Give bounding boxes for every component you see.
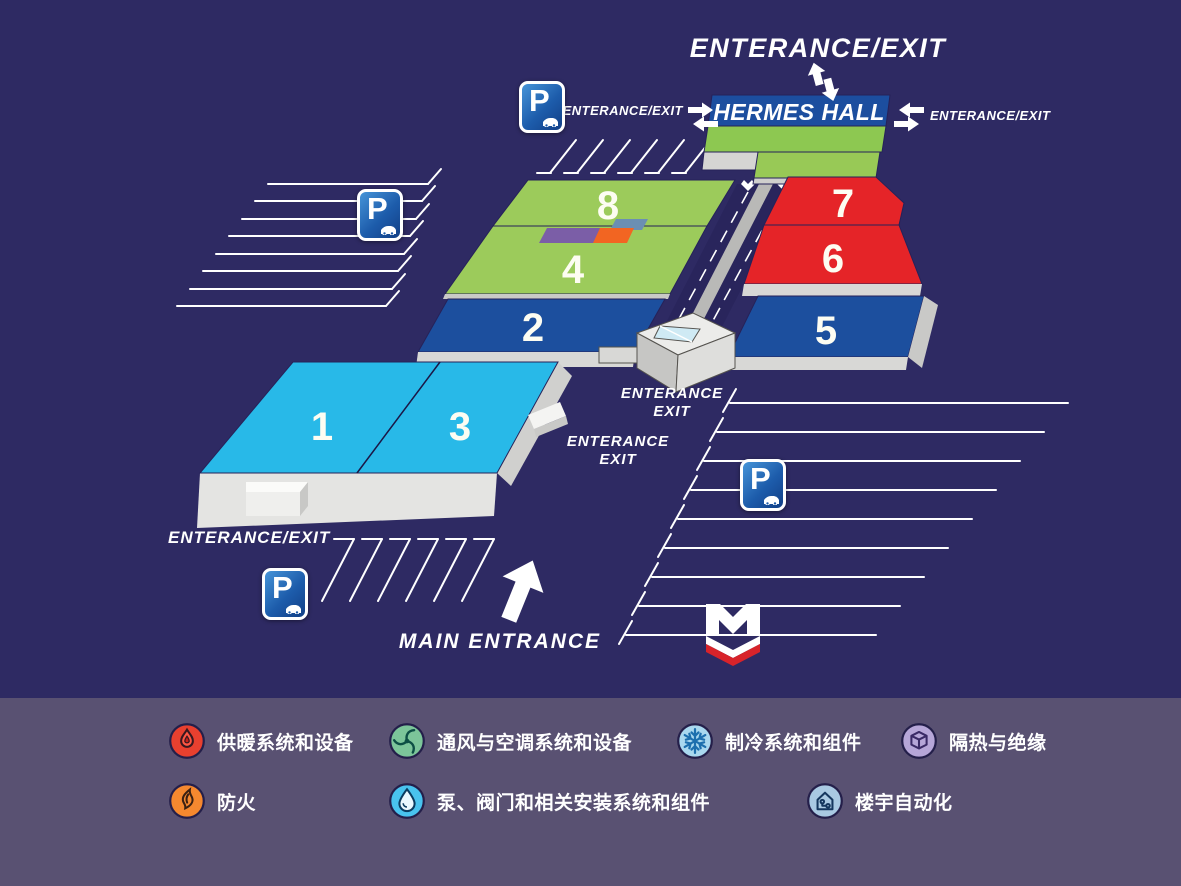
hall-8-number: 8 bbox=[597, 184, 619, 228]
parking-sign[interactable]: P bbox=[740, 459, 786, 511]
legend-label: 通风与空调系统和设备 bbox=[437, 732, 633, 754]
legend-label: 供暖系统和设备 bbox=[217, 732, 354, 754]
booth-tiles bbox=[539, 219, 648, 243]
parking-hatch-southwest bbox=[321, 538, 495, 602]
service-road bbox=[648, 180, 795, 358]
building-automation-icon bbox=[807, 783, 843, 819]
main-entrance-label: MAIN ENTRANCE bbox=[399, 630, 601, 653]
parking-sign-letter: P bbox=[750, 461, 771, 496]
legend-label: 楼宇自动化 bbox=[855, 792, 953, 814]
legend-item-insulation: 隔热与绝缘 bbox=[900, 722, 1047, 760]
legend-item-pumps-valves: 泵、阀门和相关安装系统和组件 bbox=[388, 782, 710, 820]
center-gate-upper-label-line1: ENTERANCE bbox=[621, 385, 723, 402]
heating-flame-icon bbox=[169, 723, 205, 759]
hall-6-number: 6 bbox=[822, 237, 844, 281]
two-way-arrow-icon bbox=[807, 62, 840, 101]
water-drop-icon bbox=[389, 783, 425, 819]
legend-label: 泵、阀门和相关安装系统和组件 bbox=[437, 792, 711, 814]
insulation-cube-icon bbox=[901, 723, 937, 759]
two-way-arrow-icon bbox=[894, 102, 924, 132]
legend-item-ventilation: 通风与空调系统和设备 bbox=[388, 722, 632, 760]
legend-label: 防火 bbox=[217, 792, 257, 814]
two-way-arrow-icon bbox=[688, 102, 718, 132]
snowflake-icon bbox=[677, 723, 713, 759]
car-icon bbox=[764, 496, 779, 505]
car-icon bbox=[286, 605, 301, 614]
parking-sign[interactable]: P bbox=[357, 189, 403, 241]
main-entrance-arrow-icon bbox=[501, 560, 544, 623]
hall-1-number: 1 bbox=[311, 405, 333, 449]
ventilation-fan-icon bbox=[389, 723, 425, 759]
hall-7[interactable] bbox=[763, 176, 905, 226]
legend-label: 隔热与绝缘 bbox=[949, 732, 1047, 754]
legend-item-refrigeration: 制冷系统和组件 bbox=[676, 722, 862, 760]
hall-2-number: 2 bbox=[522, 306, 544, 350]
parking-hatch-north bbox=[536, 139, 712, 174]
car-icon bbox=[381, 226, 396, 235]
center-gate-upper-label-line2: EXIT bbox=[653, 403, 691, 420]
parking-sign[interactable]: P bbox=[519, 81, 565, 133]
site-map: HERMES HALL 8 4 2 7 6 5 1 3 bbox=[168, 33, 1069, 666]
center-gate-lower-label-line2: EXIT bbox=[599, 451, 637, 468]
parking-sign-letter: P bbox=[367, 191, 388, 226]
hall-5-number: 5 bbox=[815, 309, 837, 353]
fire-protection-icon bbox=[169, 783, 205, 819]
hermes-hall-building[interactable]: HERMES HALL bbox=[701, 94, 891, 185]
road-arrow-icon bbox=[741, 180, 755, 191]
hermes-left-entrance-label: ENTERANCE/EXIT bbox=[563, 103, 684, 118]
entrance-pavilion bbox=[598, 312, 737, 393]
legend-item-building-automation: 楼宇自动化 bbox=[806, 782, 953, 820]
top-entrance-label: ENTERANCE/EXIT bbox=[690, 33, 948, 63]
hermes-hall-label: HERMES HALL bbox=[713, 99, 885, 125]
parking-sign-letter: P bbox=[529, 83, 550, 118]
hall-3-number: 3 bbox=[449, 405, 471, 449]
parking-lines-west bbox=[176, 168, 442, 307]
legend-item-heating: 供暖系统和设备 bbox=[168, 722, 354, 760]
southwest-entrance-label: ENTERANCE/EXIT bbox=[168, 528, 331, 547]
hall-4-number: 4 bbox=[562, 248, 585, 292]
legend-label: 制冷系统和组件 bbox=[725, 732, 862, 754]
center-gate-lower-label-line1: ENTERANCE bbox=[567, 433, 669, 450]
hermes-right-entrance-label: ENTERANCE/EXIT bbox=[930, 108, 1051, 123]
legend-item-fire-protection: 防火 bbox=[168, 782, 256, 820]
m-logo bbox=[706, 604, 760, 666]
halls-1-3-block bbox=[197, 361, 572, 528]
hall-7-number: 7 bbox=[832, 182, 854, 226]
parking-lines-east bbox=[618, 388, 1069, 645]
parking-sign-letter: P bbox=[272, 570, 293, 605]
car-icon bbox=[543, 118, 558, 127]
legend-panel: 供暖系统和设备 通风与空调系统和设备 bbox=[0, 698, 1181, 886]
parking-sign[interactable]: P bbox=[262, 568, 308, 620]
